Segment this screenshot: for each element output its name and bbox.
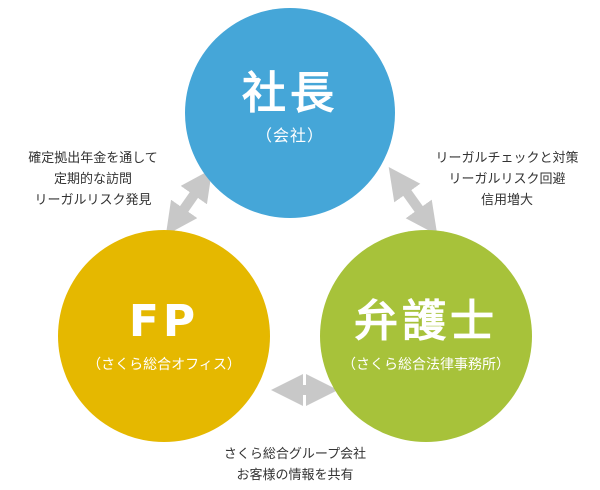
relation-line: リーガルリスク発見 — [34, 193, 152, 208]
fp-lawyer-relation-note: さくら総合グループ会社 お客様の情報を共有 — [205, 444, 385, 486]
ceo-lawyer-relation-note: リーガルチェックと対策 リーガルリスク回避 信用増大 — [418, 148, 596, 211]
relation-line: リーガルチェックと対策 — [435, 151, 579, 166]
relation-line: リーガルリスク回避 — [448, 172, 566, 187]
ceo-fp-relation-note: 確定拠出年金を通して 定期的な訪問 リーガルリスク発見 — [8, 148, 178, 211]
fp-subtitle: （さくら総合オフィス） — [87, 357, 241, 374]
fp-title: FP — [128, 295, 200, 347]
ceo-node: 社長 （会社） — [185, 8, 395, 218]
relation-line: さくら総合グループ会社 — [223, 447, 367, 462]
relation-line: 定期的な訪問 — [53, 172, 132, 187]
ceo-subtitle: （会社） — [255, 126, 324, 146]
relation-line: 確定拠出年金を通して — [28, 151, 158, 166]
lawyer-subtitle: （さくら総合法律事務所） — [342, 357, 510, 374]
relation-line: 信用増大 — [480, 193, 533, 208]
relation-line: お客様の情報を共有 — [236, 468, 354, 483]
lawyer-title: 弁護士 — [354, 295, 498, 347]
ceo-title: 社長 — [242, 67, 338, 119]
double-arrow-icon — [388, 166, 438, 236]
lawyer-node: 弁護士 （さくら総合法律事務所） — [320, 230, 532, 442]
double-arrow-icon — [165, 168, 213, 236]
fp-node: FP （さくら総合オフィス） — [58, 230, 270, 442]
